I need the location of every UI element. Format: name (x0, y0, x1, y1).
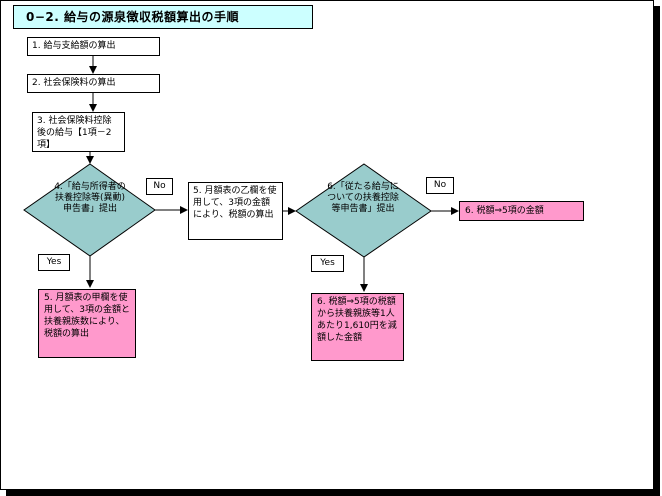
no-label-4: No (146, 178, 173, 195)
step-2-box: 2. 社会保険料の算出 (27, 74, 160, 93)
step-5-otsu-box: 5. 月額表の乙欄を使用して、3項の金額により、税額の算出 (188, 182, 283, 240)
step-5-kou-box: 5. 月額表の甲欄を使用して、3項の金額と扶養親族数により、税額の算出 (38, 289, 136, 358)
step-6-yes-result: 6. 税額⇒5項の税額から扶養親族等1人あたり1,610円を減額した金額 (311, 293, 404, 361)
step-3-box: 3. 社会保険料控除後の給与【1項－2項】 (32, 112, 125, 152)
decision-4-text: 4.「給与所得者の扶養控除等(異動)申告書」提出 (54, 182, 126, 214)
yes-label-6: Yes (311, 255, 344, 272)
step-6-no-result: 6. 税額⇒5項の金額 (459, 201, 584, 221)
yes-label-4: Yes (38, 254, 70, 271)
slide-shadow-right (654, 6, 660, 494)
page-title: 0−2. 給与の源泉徴収税額算出の手順 (13, 5, 313, 29)
no-label-6: No (426, 177, 454, 194)
decision-6-text: 6.「従たる給与についての扶養控除等申告書」提出 (327, 182, 399, 214)
slide-shadow-bottom (6, 490, 660, 496)
step-1-box: 1. 給与支給額の算出 (27, 37, 160, 56)
